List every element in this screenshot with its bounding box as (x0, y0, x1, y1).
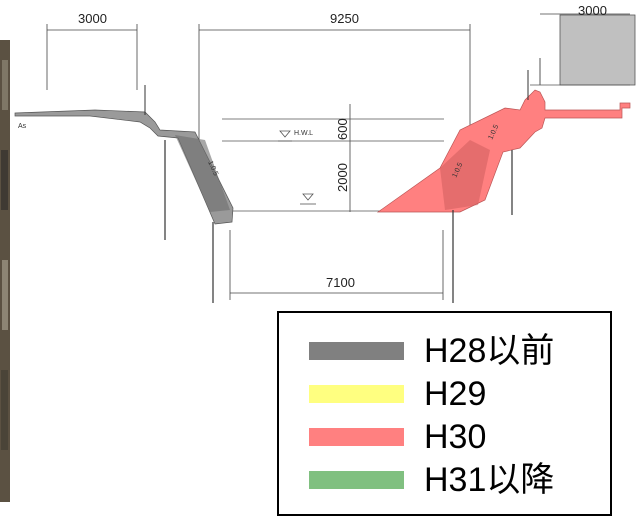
hwl-label: H.W.L (294, 130, 313, 137)
legend-label-h29: H29 (424, 375, 487, 413)
photo-strip (0, 40, 10, 502)
dim-top-right: 3000 (578, 3, 607, 18)
legend-swatch-h30 (309, 428, 404, 446)
dim-bottom-width: 7100 (326, 275, 355, 290)
dim-water-depth: 2000 (335, 163, 350, 192)
legend-swatch-h28 (309, 342, 404, 360)
legend-item-h31: H31以降 (309, 460, 554, 500)
left-bank-h28 (14, 85, 234, 303)
legend-swatch-h31 (309, 471, 404, 489)
legend-label-h31: H31以降 (424, 461, 555, 499)
right-bank-h30 (376, 70, 631, 303)
legend-label-h30: H30 (424, 418, 487, 456)
ground-mark: As (18, 123, 27, 130)
dimension-lines (46, 13, 630, 300)
dim-freeboard: 600 (335, 118, 350, 140)
legend-label-h28: H28以前 (424, 332, 555, 370)
legend-box: H28以前 H29 H30 H31以降 (277, 311, 612, 516)
legend-item-h30: H30 (309, 417, 486, 457)
dim-top-span: 9250 (330, 11, 359, 26)
legend-item-h29: H29 (309, 374, 486, 414)
building-block (530, 14, 636, 86)
legend-item-h28: H28以前 (309, 331, 554, 371)
dim-top-left: 3000 (78, 11, 107, 26)
legend-swatch-h29 (309, 385, 404, 403)
